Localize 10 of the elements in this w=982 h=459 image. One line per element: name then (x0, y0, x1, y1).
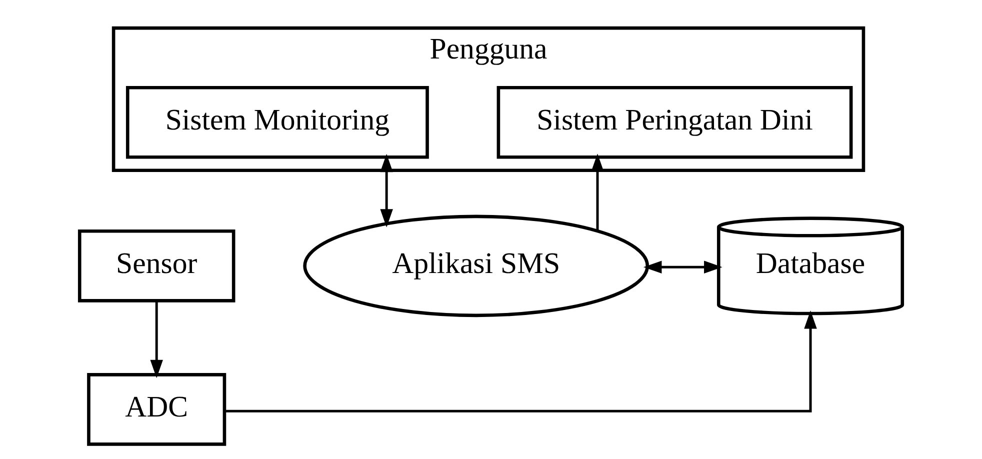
arrow (150, 301, 163, 378)
arrow (591, 154, 604, 232)
arrow (224, 310, 817, 412)
node-box: Sistem Peringatan Dini (496, 86, 853, 159)
node-box: Sensor (78, 230, 236, 302)
arrow (643, 260, 722, 274)
node-ellipse: Aplikasi SMS (303, 214, 650, 318)
node-box: ADC (87, 373, 226, 446)
node-box: Sistem Monitoring (126, 86, 429, 159)
arrow (380, 154, 393, 228)
